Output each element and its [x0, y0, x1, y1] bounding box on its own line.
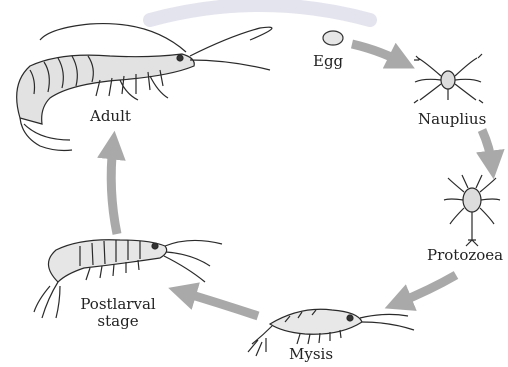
watermark-arc [150, 5, 370, 20]
adult-label: Adult [90, 108, 131, 125]
egg-label: Egg [313, 53, 343, 70]
postlarval-label: Postlarval stage [78, 296, 158, 330]
nauplius-label: Nauplius [418, 111, 486, 128]
egg-illustration [323, 31, 343, 45]
adult-illustration [17, 24, 272, 151]
mysis-label: Mysis [289, 346, 333, 363]
protozoea-illustration [444, 175, 500, 246]
nauplius-illustration [414, 54, 483, 103]
arrow-mysis-to-postlarval [182, 292, 258, 316]
arrow-egg-to-nauplius [352, 44, 402, 62]
arrow-nauplius-to-protozoea [482, 130, 492, 165]
protozoea-label: Protozoea [427, 247, 503, 264]
arrow-protozoea-to-mysis [398, 275, 456, 303]
arrow-postlarval-to-adult [111, 145, 117, 234]
